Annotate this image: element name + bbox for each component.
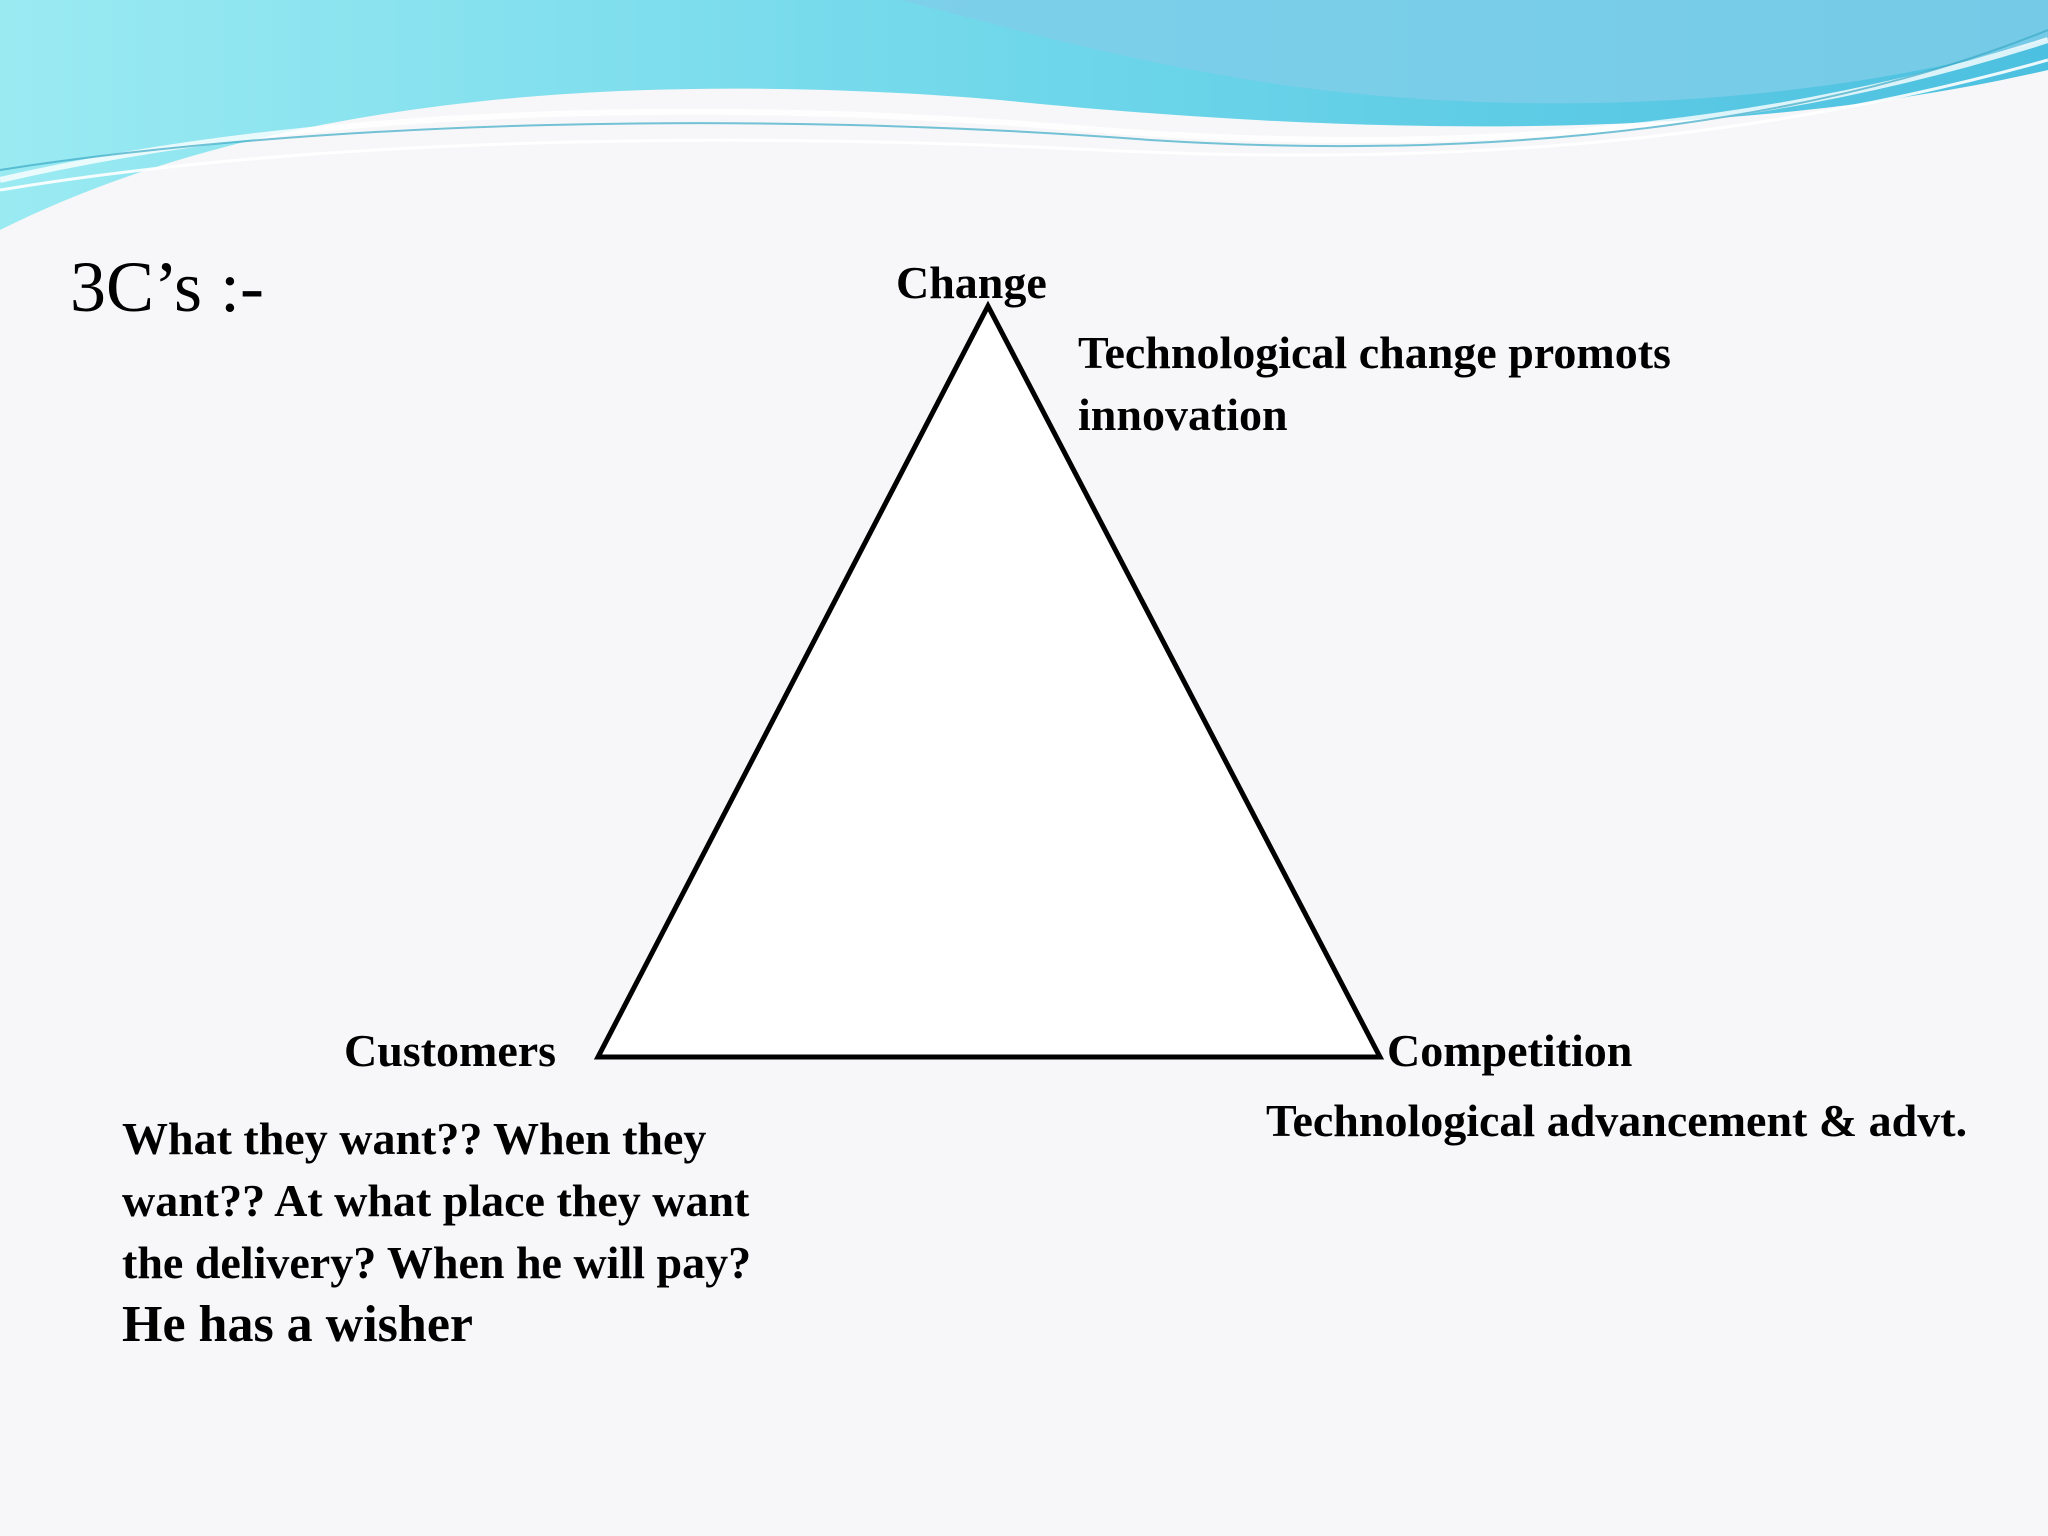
customers-description-questions: What they want?? When they want?? At wha… <box>122 1113 752 1288</box>
header-wave-decoration <box>0 0 2048 230</box>
vertex-label-customers: Customers <box>344 1025 557 1076</box>
slide-title: 3C’s :- <box>70 247 265 327</box>
vertex-label-change: Change <box>896 257 1047 308</box>
change-description: Technological change promots innovation <box>1078 327 1671 440</box>
vertex-label-competition: Competition <box>1387 1025 1633 1076</box>
triangle-shape <box>593 300 1385 1060</box>
competition-description: Technological advancement & advt. <box>1266 1095 1968 1146</box>
customers-description: What they want?? When they want?? At wha… <box>122 1108 762 1357</box>
customers-description-wisher: He has a wisher <box>122 1296 473 1353</box>
